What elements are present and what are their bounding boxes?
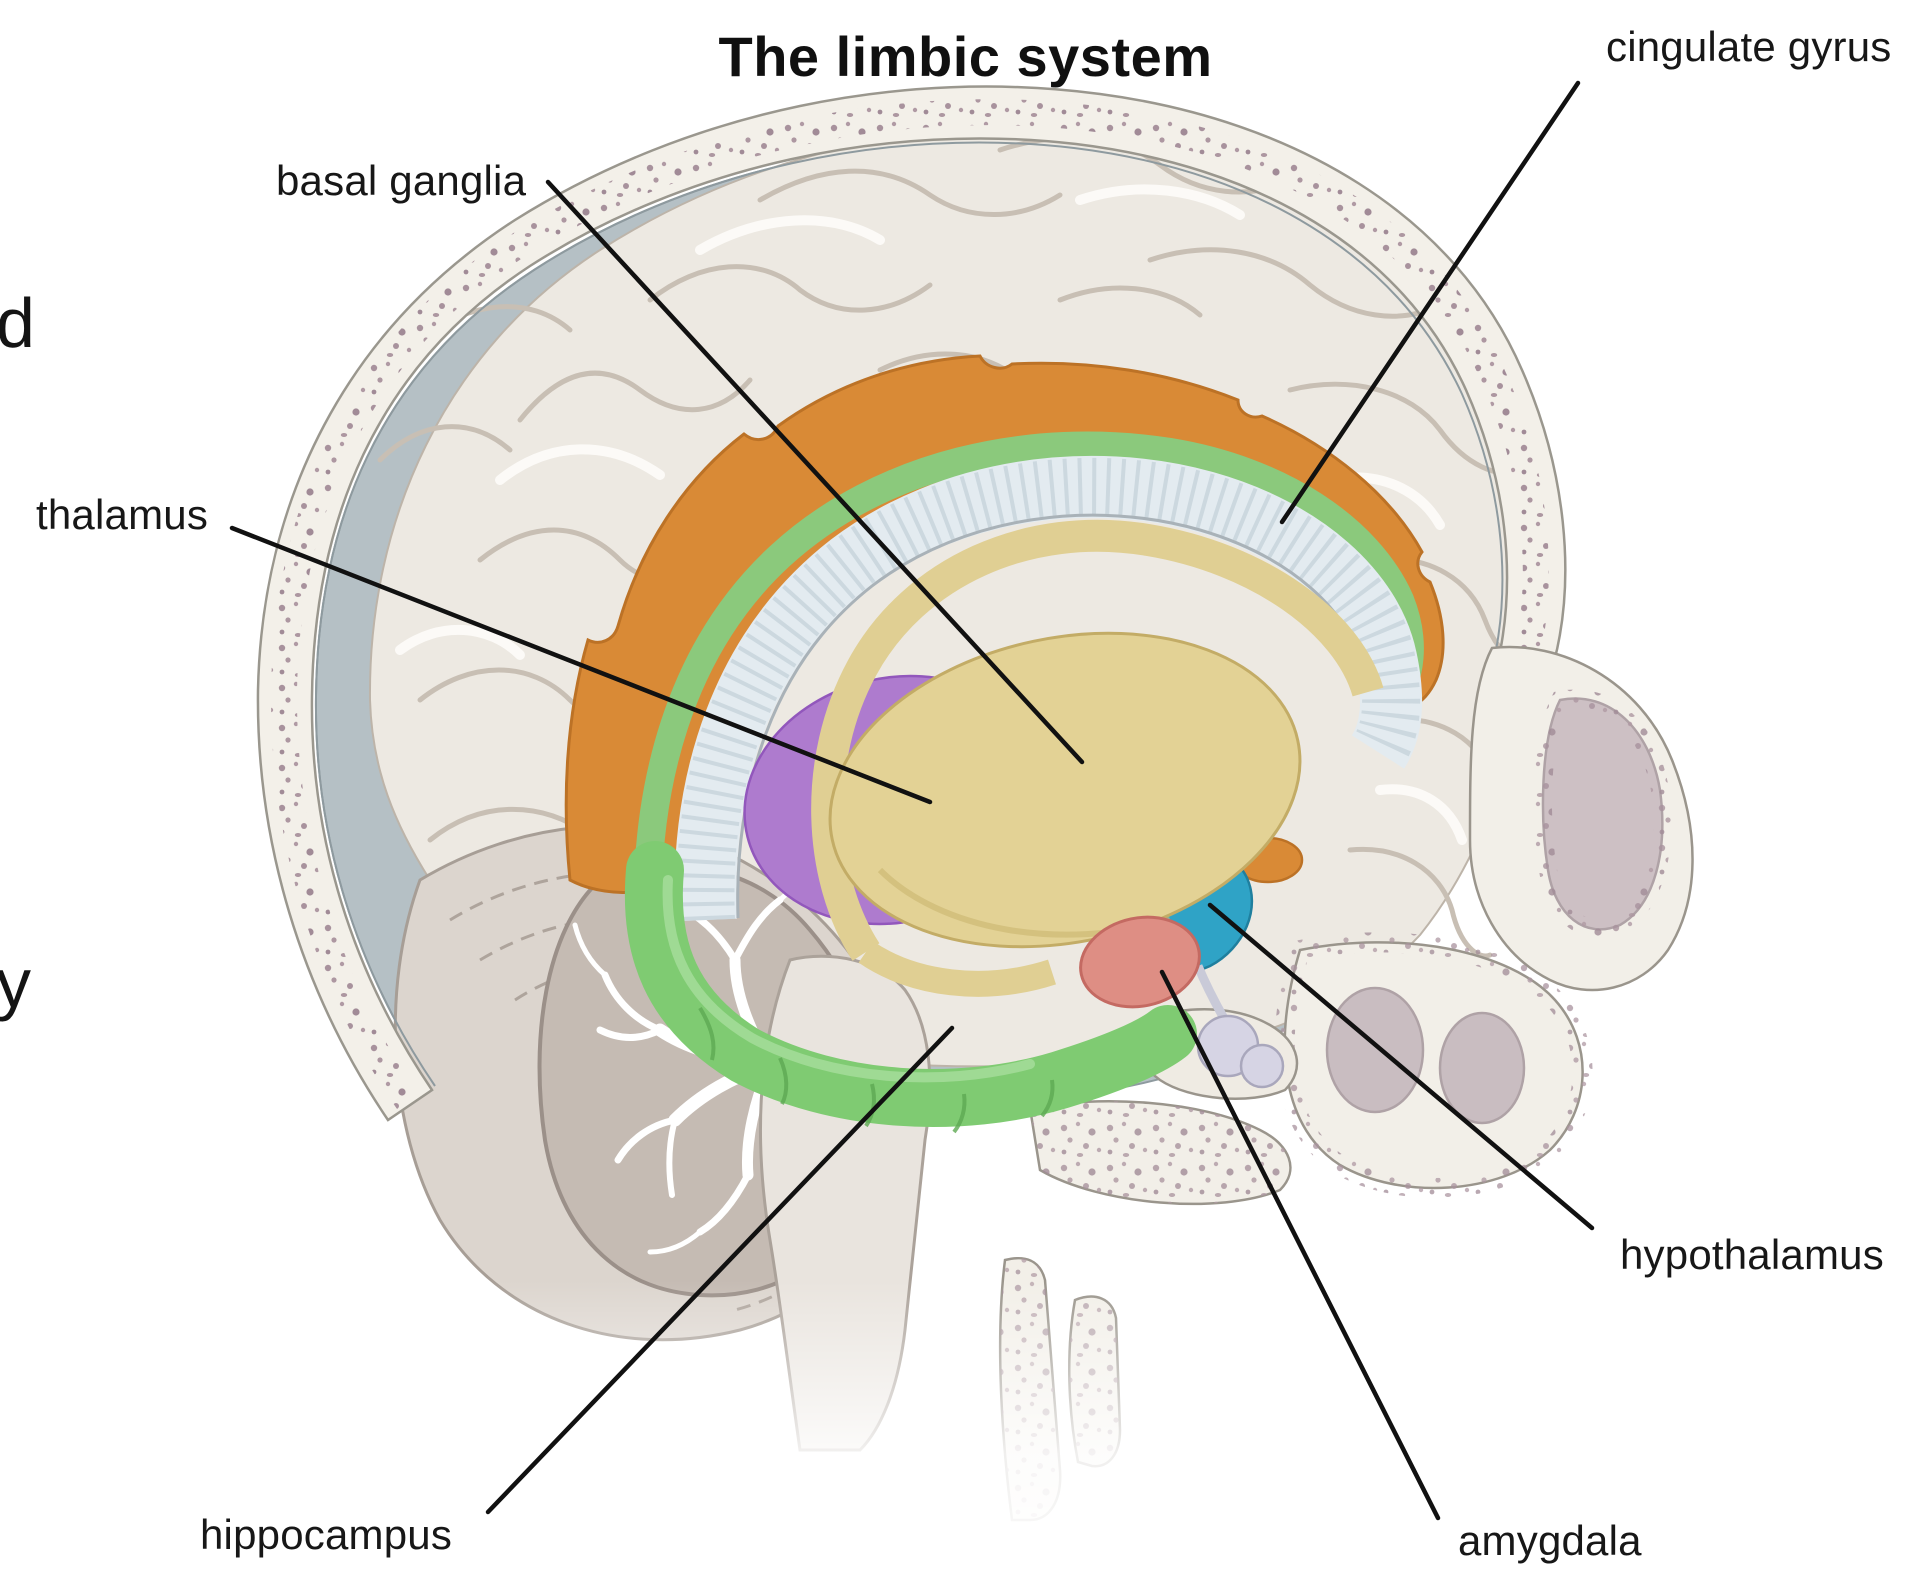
leader-line-hippocampus	[485, 1025, 955, 1515]
fornix-tract-tail	[858, 941, 1056, 997]
label-hippocampus: hippocampus	[200, 1511, 453, 1558]
hippocampus-shape	[624, 841, 1197, 1127]
leader-line-hypothalamus	[1207, 902, 1595, 1231]
leader-line-amygdala	[1159, 969, 1441, 1521]
skull-marrow-speckles	[270, 99, 1549, 1113]
label-thalamus: thalamus	[36, 491, 209, 538]
pituitary-lobe	[1239, 1043, 1285, 1089]
dura-inner-line	[314, 141, 1504, 1087]
fornix-band	[633, 431, 1424, 926]
leader-line-cingulate-gyrus	[1279, 80, 1581, 525]
bottom-fade	[0, 1280, 1931, 1596]
label-cingulate-gyrus: cingulate gyrus	[1606, 23, 1892, 70]
label-basal-ganglia: basal ganglia	[276, 157, 527, 204]
fornix-tract	[811, 519, 1384, 961]
leader-line-basal-ganglia	[545, 179, 1085, 765]
label-amygdala: amygdala	[1458, 1517, 1642, 1564]
leader-lines	[229, 80, 1595, 1521]
corpus-callosum-striations	[676, 457, 1421, 922]
hippocampus-segments	[698, 1006, 1055, 1134]
leader-line-thalamus	[229, 525, 933, 805]
cropped-text-left-upper: d	[0, 284, 35, 362]
cropped-text-left-lower: y	[0, 944, 31, 1022]
diagram-title: The limbic system	[718, 25, 1213, 88]
label-hypothalamus: hypothalamus	[1620, 1231, 1884, 1278]
corpus-callosum-inner-line	[736, 513, 1364, 919]
hippocampus-highlight	[662, 875, 1035, 1083]
